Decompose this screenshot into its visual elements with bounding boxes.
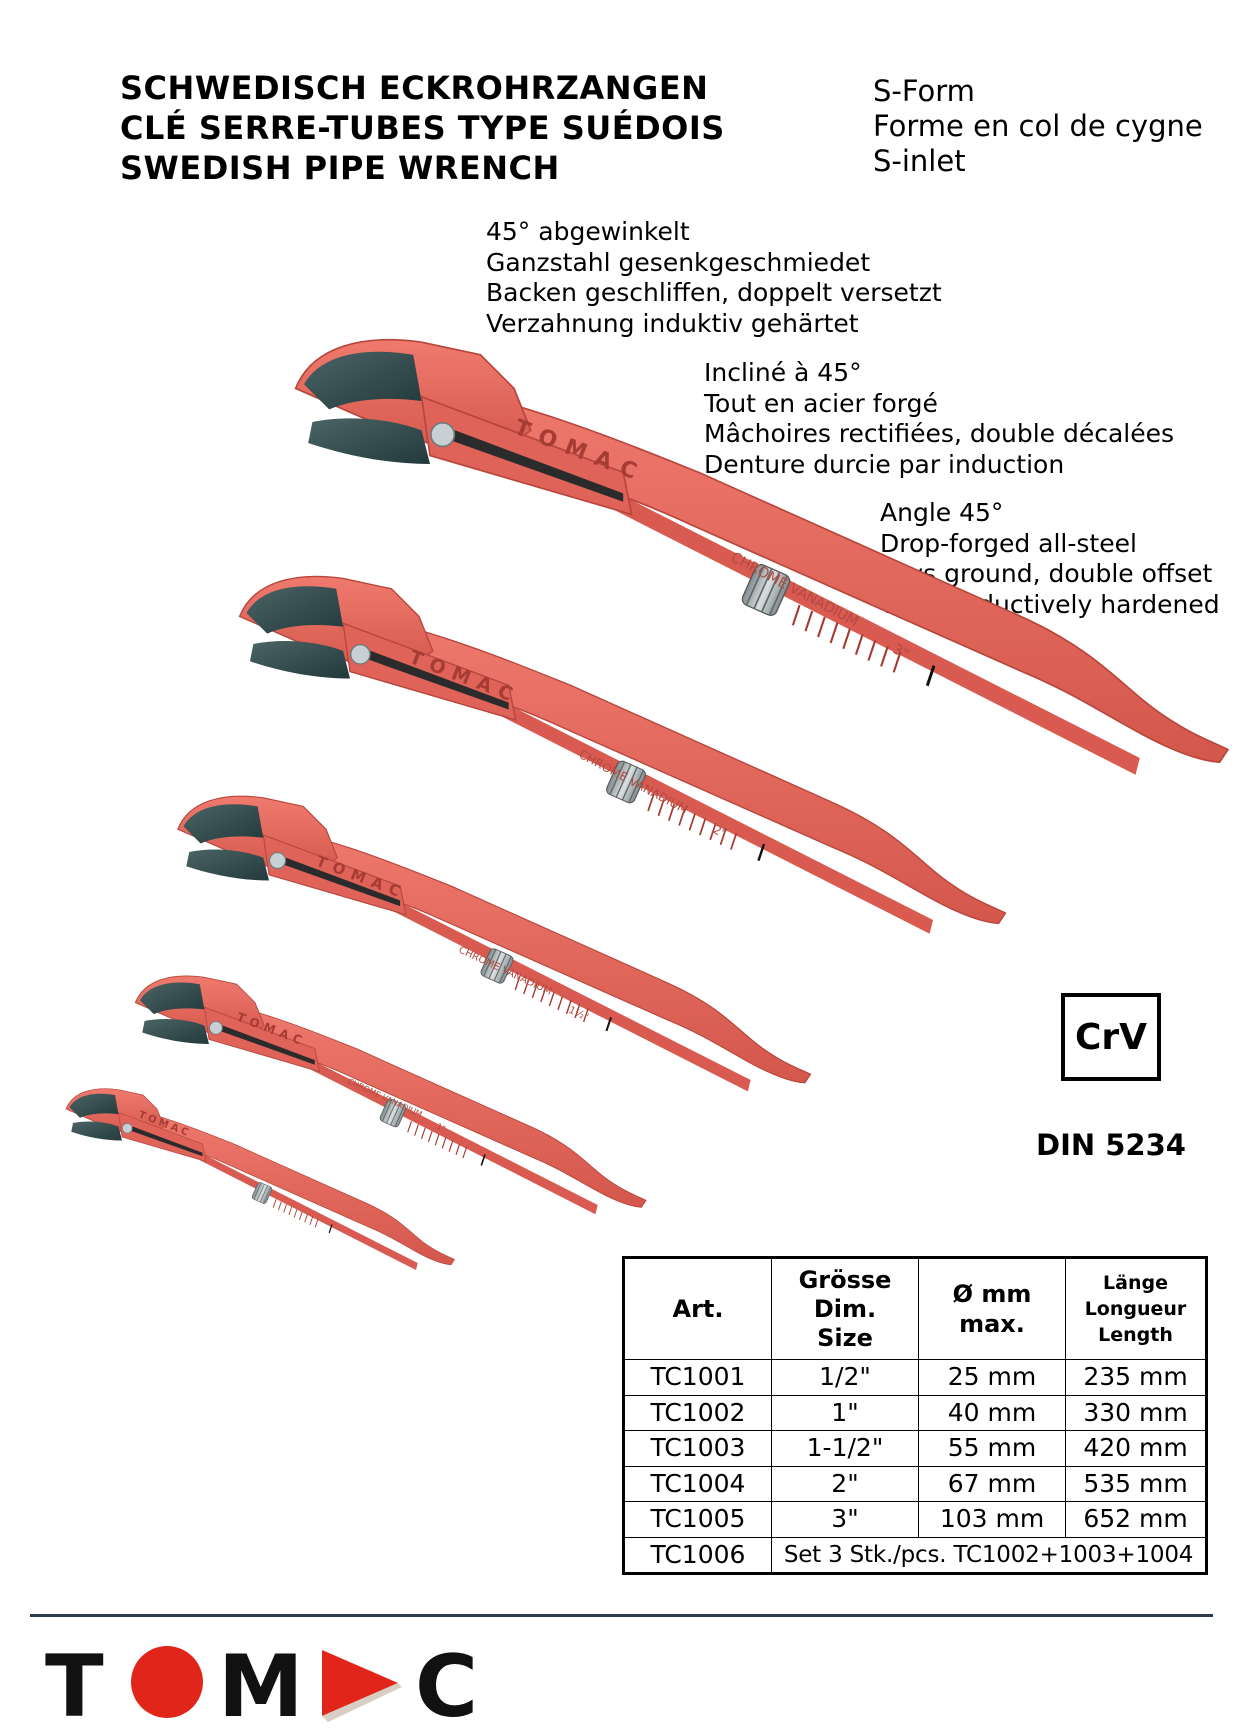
wrench-3-inch (294, 338, 1230, 777)
table-row: TC1005 3" 103 mm 652 mm (623, 1501, 1207, 1538)
feature-line: Incliné à 45° (704, 358, 862, 387)
header-size: Grösse Dim. Size (771, 1257, 919, 1360)
feature-line: 45° abgewinkelt (486, 217, 690, 246)
feature-line: Verzahnung induktiv gehärtet (486, 308, 859, 338)
cell-length: 535 mm (1065, 1465, 1207, 1502)
cell-art: TC1002 (623, 1394, 772, 1431)
cell-length: 652 mm (1065, 1501, 1207, 1538)
table-row: TC1001 1/2" 25 mm 235 mm (623, 1359, 1207, 1396)
cell-size: 1" (771, 1394, 919, 1431)
logo-letter-t: T (45, 1644, 104, 1724)
cell-length: 235 mm (1065, 1359, 1207, 1396)
header-diameter-line2: max. (959, 1310, 1025, 1338)
logo-circle-o (131, 1646, 203, 1718)
cell-length: 420 mm (1065, 1430, 1207, 1467)
tomac-logo: T M C (45, 1644, 475, 1724)
form-type: S-Form Forme en col de cygne S-inlet (873, 74, 1203, 179)
header-size-fr: Dim. (813, 1294, 877, 1323)
din-standard: DIN 5234 (1036, 1128, 1186, 1162)
header-length-fr: Longueur (1084, 1298, 1187, 1320)
cell-diameter: 25 mm (918, 1359, 1066, 1396)
cell-size: 3" (771, 1501, 919, 1538)
cell-art: TC1006 (623, 1536, 772, 1574)
cell-set-description: Set 3 Stk./pcs. TC1002+1003+1004 (771, 1536, 1207, 1574)
header-diameter: Ø mm max. (918, 1257, 1066, 1360)
cell-size: 1-1/2" (771, 1430, 919, 1467)
header-length-de: Länge (1103, 1272, 1168, 1294)
table-row: TC1003 1-1/2" 55 mm 420 mm (623, 1430, 1207, 1467)
product-title: SCHWEDISCH ECKROHRZANGEN CLÉ SERRE-TUBES… (120, 68, 725, 188)
cell-size: 2" (771, 1465, 919, 1502)
cell-length: 330 mm (1065, 1394, 1207, 1431)
cell-diameter: 103 mm (918, 1501, 1066, 1538)
spec-table: Art. Grösse Dim. Size Ø mm max. Länge Lo… (622, 1256, 1208, 1575)
wrench-size-engraving: 3" (890, 641, 911, 662)
cell-art: TC1003 (623, 1430, 772, 1467)
header-size-en: Size (817, 1323, 873, 1352)
logo-triangle-a (322, 1650, 398, 1716)
crv-badge: CrV (1061, 993, 1161, 1081)
feature-line: Denture durcie par induction (704, 449, 1065, 479)
header-diameter-line1: Ø mm (952, 1280, 1032, 1308)
cell-diameter: 40 mm (918, 1394, 1066, 1431)
form-french: Forme en col de cygne (873, 109, 1203, 143)
features-english: Angle 45° Drop-forged all-steel Jaws gro… (880, 498, 1220, 620)
table-row-set: TC1006 Set 3 Stk./pcs. TC1002+1003+1004 (623, 1536, 1207, 1574)
features-german: 45° abgewinkelt Ganzstahl gesenkgeschmie… (486, 217, 942, 339)
title-english: SWEDISH PIPE WRENCH (120, 149, 560, 187)
feature-line: Drop-forged all-steel (880, 528, 1137, 558)
logo-triangle-shadow (322, 1683, 402, 1722)
feature-line: Ganzstahl gesenkgeschmiedet (486, 247, 871, 277)
cell-art: TC1004 (623, 1465, 772, 1502)
cell-art: TC1001 (623, 1359, 772, 1396)
features-french: Incliné à 45° Tout en acier forgé Mâchoi… (704, 358, 1174, 480)
form-german: S-Form (873, 74, 975, 108)
wrench-set-illustration: TOMAC TOMAC TOMAC TOMAC TOMAC CHROME VAN… (65, 338, 1230, 1271)
table-row: TC1004 2" 67 mm 535 mm (623, 1465, 1207, 1502)
cell-art: TC1005 (623, 1501, 772, 1538)
title-french: CLÉ SERRE-TUBES TYPE SUÉDOIS (120, 109, 725, 147)
header-length-en: Length (1098, 1324, 1173, 1346)
feature-line: Tout en acier forgé (704, 388, 938, 418)
table-row: TC1002 1" 40 mm 330 mm (623, 1394, 1207, 1431)
header-art: Art. (623, 1257, 772, 1360)
header-size-de: Grösse (798, 1265, 892, 1294)
cell-size: 1/2" (771, 1359, 919, 1396)
feature-line: Backen geschliffen, doppelt versetzt (486, 278, 942, 307)
wrench-size-engraving: 2" (711, 822, 729, 841)
footer-divider (30, 1614, 1213, 1617)
table-header-row: Art. Grösse Dim. Size Ø mm max. Länge Lo… (623, 1257, 1207, 1360)
feature-line: Mâchoires rectifiées, double décalées (704, 419, 1175, 448)
form-english: S-inlet (873, 144, 966, 178)
wrench-size-engraving: 1" (435, 1122, 447, 1134)
logo-letter-m: M (218, 1644, 304, 1724)
feature-line: Angle 45° (880, 498, 1004, 527)
cell-diameter: 67 mm (918, 1465, 1066, 1502)
header-length: Länge Longueur Length (1065, 1257, 1207, 1360)
title-german: SCHWEDISCH ECKROHRZANGEN (120, 69, 709, 107)
logo-letter-c: C (415, 1644, 475, 1724)
cell-diameter: 55 mm (918, 1430, 1066, 1467)
